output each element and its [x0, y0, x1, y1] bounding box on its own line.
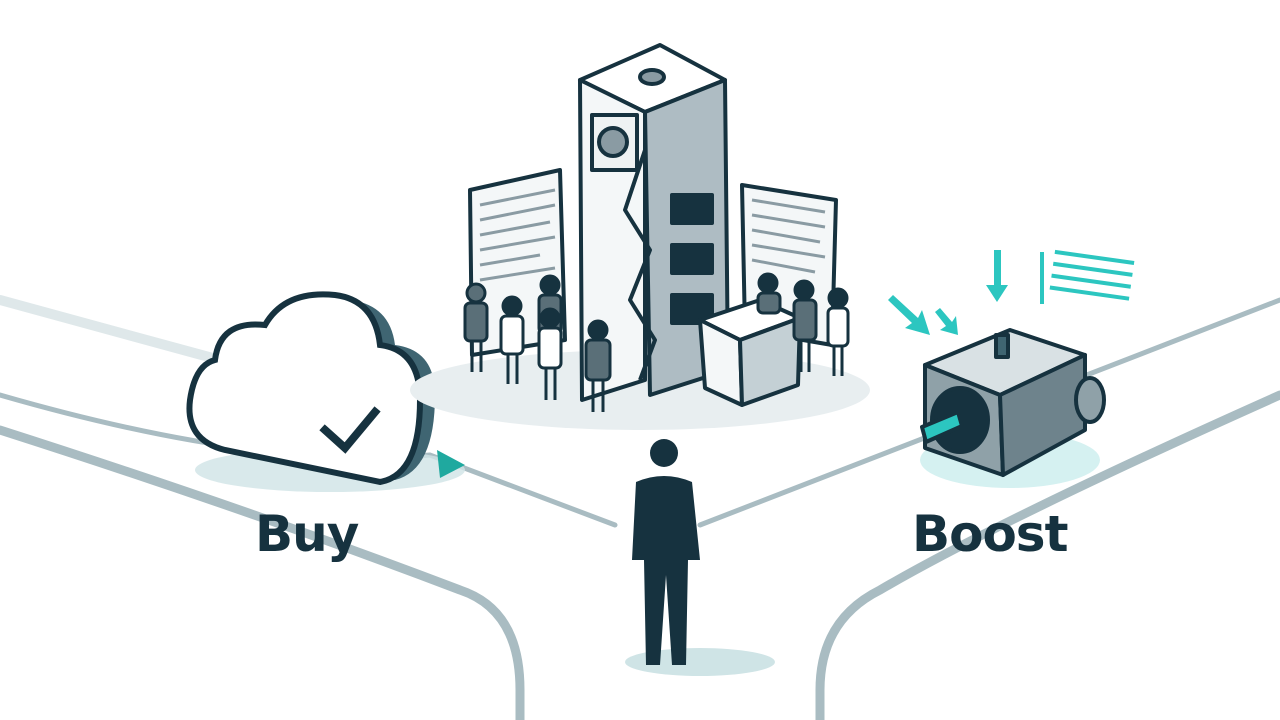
people-group: [463, 272, 850, 412]
broken-server-icon: [410, 43, 870, 430]
person-icon: [625, 439, 775, 676]
motor-upgrade-icon: [888, 249, 1135, 488]
buy-label: Buy: [255, 505, 359, 563]
cloud-check-icon: [186, 291, 465, 492]
boost-label: Boost: [912, 505, 1068, 563]
road-lines: [0, 295, 1280, 720]
